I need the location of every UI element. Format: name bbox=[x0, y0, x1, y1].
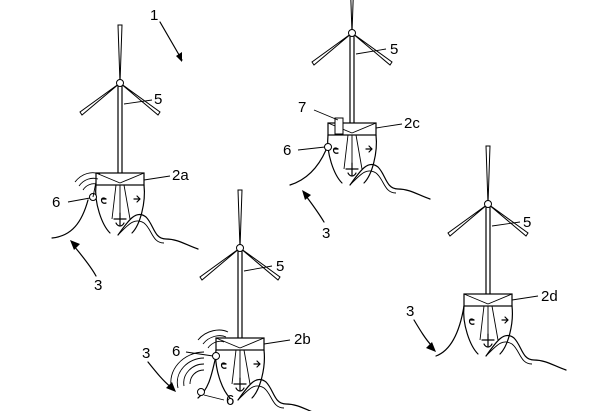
sensor-2b-lower bbox=[197, 388, 205, 396]
figure-pointer-arrow bbox=[159, 21, 183, 62]
turbine-label-a: 5 bbox=[154, 91, 162, 108]
sensor-label-a: 6 bbox=[52, 194, 60, 211]
turbine-label-b: 5 bbox=[276, 258, 284, 275]
leader-2c bbox=[375, 123, 403, 129]
leader-2d bbox=[511, 295, 539, 301]
sensor-label-b-lower: 6 bbox=[226, 392, 234, 409]
platform-label-2d: 2d bbox=[541, 288, 558, 305]
cable-arrow-c bbox=[302, 190, 325, 223]
cable-label-c: 3 bbox=[322, 225, 330, 242]
turbine-unit-2d bbox=[435, 145, 567, 371]
wind-turbine-2d bbox=[447, 145, 529, 297]
sensor-2b-upper bbox=[212, 352, 220, 360]
cable-label-a: 3 bbox=[94, 277, 102, 294]
turbine-unit-2c bbox=[289, 0, 431, 200]
turbine-unit-2b bbox=[170, 189, 319, 411]
cable-2a bbox=[51, 199, 89, 239]
cable-arrow-d bbox=[413, 319, 436, 352]
cable-label-d: 3 bbox=[406, 303, 414, 320]
leader-5-b bbox=[243, 265, 273, 272]
turbine-label-c: 5 bbox=[390, 41, 398, 58]
cable-arrow-a bbox=[70, 240, 97, 277]
cable-arrow-b bbox=[147, 361, 176, 392]
floating-platform-2d bbox=[463, 293, 567, 371]
wind-turbine-2b bbox=[199, 189, 281, 341]
leader-6-a bbox=[67, 197, 91, 203]
platform-label-2a: 2a bbox=[172, 167, 189, 184]
leader-6-b-lower bbox=[203, 394, 225, 401]
element-7-block bbox=[334, 117, 344, 135]
leader-6-b-upper bbox=[185, 351, 214, 357]
leader-5-d bbox=[491, 221, 521, 227]
sensor-2c bbox=[324, 143, 332, 151]
sensor-label-b-upper: 6 bbox=[172, 343, 180, 360]
floating-platform-2a bbox=[95, 172, 199, 250]
wind-turbine-2a bbox=[79, 24, 161, 176]
cable-label-b: 3 bbox=[142, 345, 150, 362]
leader-5-c bbox=[355, 48, 387, 55]
sensor-label-c: 6 bbox=[283, 142, 291, 159]
turbine-label-d: 5 bbox=[523, 214, 531, 231]
cable-2c bbox=[289, 149, 327, 186]
platform-label-2c: 2c bbox=[404, 115, 420, 132]
leader-2a bbox=[143, 175, 171, 181]
wind-turbine-2c bbox=[311, 0, 393, 126]
leader-6-c bbox=[297, 146, 326, 151]
element-label-7: 7 bbox=[298, 99, 306, 116]
platform-label-2b: 2b bbox=[294, 331, 311, 348]
leader-5-a bbox=[123, 99, 153, 105]
figure-number-label: 1 bbox=[150, 7, 158, 24]
cable-2d bbox=[435, 305, 465, 357]
leader-7 bbox=[313, 109, 339, 121]
turbine-unit-2a bbox=[51, 24, 199, 250]
leader-2b bbox=[263, 339, 291, 345]
